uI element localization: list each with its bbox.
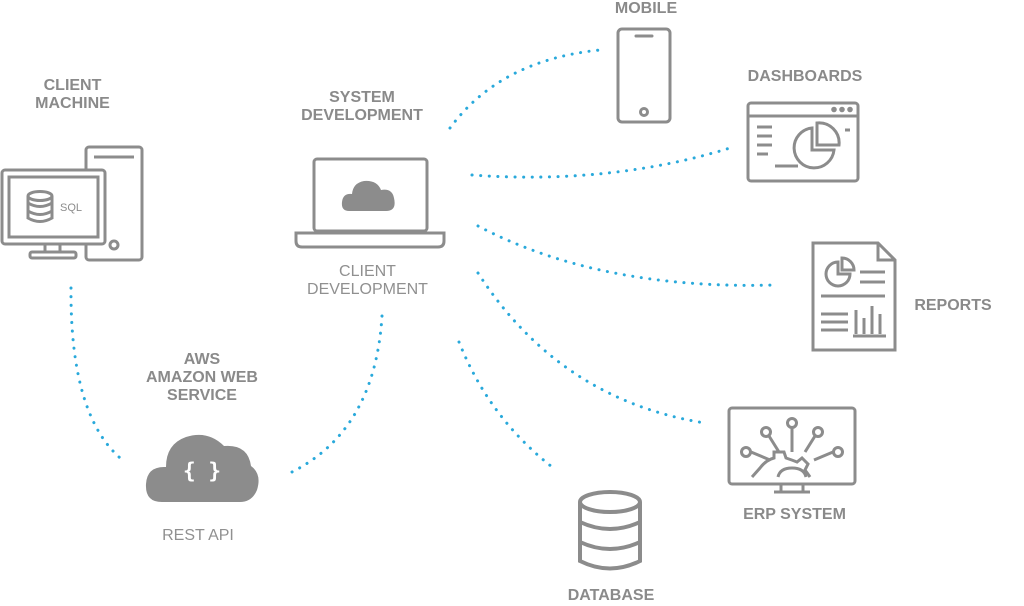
erp-system-label: ERP SYSTEM (743, 506, 846, 523)
dashboards-label: DASHBOARDS (747, 68, 863, 85)
connectors (69, 48, 777, 474)
system-development-label: SYSTEM DEVELOPMENT (292, 89, 432, 125)
aws-label-line3: SERVICE (167, 387, 237, 404)
smartphone-icon (616, 27, 672, 124)
aws-label-line2: AMAZON WEB (146, 369, 258, 386)
connector-erp (476, 271, 707, 425)
connector-reports (476, 224, 777, 287)
database-label: DATABASE (567, 587, 655, 604)
client-development-label: CLIENT DEVELOPMENT (290, 263, 445, 299)
connector-laptop-cloud (290, 314, 384, 474)
connector-dashboards (470, 146, 732, 179)
dashboard-window-icon (746, 101, 860, 183)
database-icon (578, 490, 642, 571)
rest-api-label: REST API (162, 527, 234, 544)
erp-gear-monitor-icon (727, 406, 857, 494)
report-document-icon (811, 241, 897, 352)
cloud-braces-icon (145, 434, 259, 502)
aws-label: AWS AMAZON WEB SERVICE (128, 351, 276, 405)
braces-glyph: { } (183, 459, 221, 483)
mobile-label: MOBILE (614, 0, 678, 17)
client-machine-label-line1: CLIENT (43, 77, 102, 94)
desktop-computer-icon (0, 145, 144, 262)
client-machine-label-line2: MACHINE (35, 95, 110, 112)
sql-screen-text: SQL (60, 202, 82, 214)
client-development-label-line2: DEVELOPMENT (307, 281, 428, 298)
system-development-label-line2: DEVELOPMENT (301, 107, 423, 124)
laptop-cloud-icon (294, 157, 446, 249)
client-machine-label: CLIENT MACHINE (15, 77, 130, 113)
reports-label: REPORTS (914, 297, 992, 314)
connector-database (457, 340, 558, 472)
client-development-label-line1: CLIENT (339, 263, 396, 280)
connector-mobile (448, 48, 602, 130)
connector-client-cloud (69, 286, 127, 464)
system-development-label-line1: SYSTEM (329, 89, 395, 106)
aws-label-line1: AWS (183, 351, 221, 368)
